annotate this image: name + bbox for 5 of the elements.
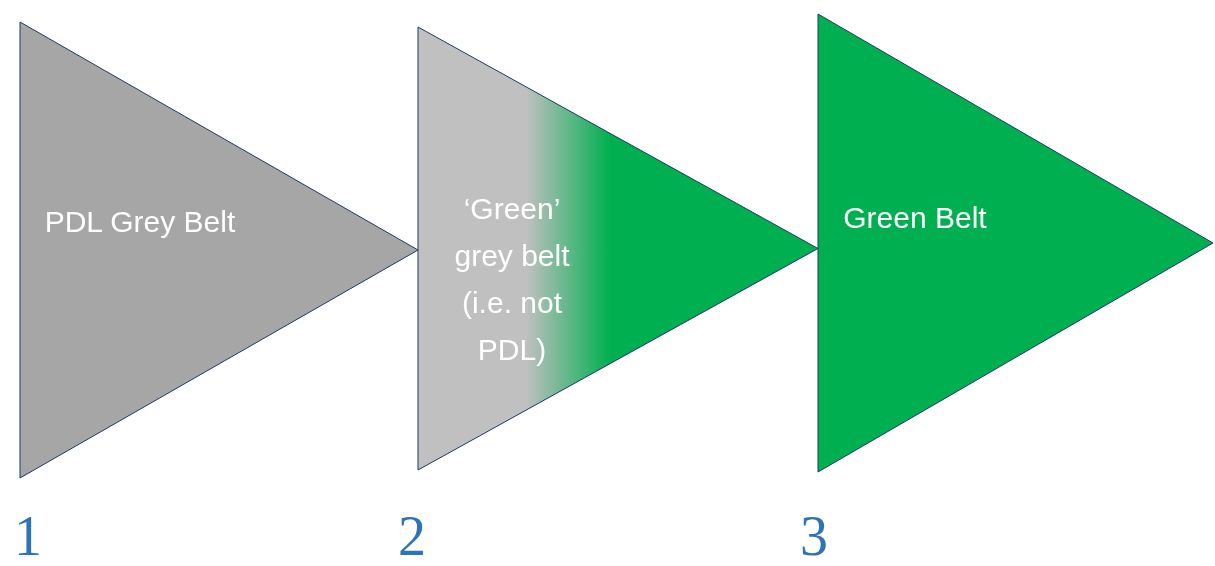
step-number: 1 — [14, 508, 42, 564]
step-number: 3 — [800, 508, 828, 564]
node-label: Green Belt — [842, 200, 988, 236]
node-label: PDL Grey Belt — [43, 204, 237, 240]
step-number: 2 — [398, 508, 426, 564]
